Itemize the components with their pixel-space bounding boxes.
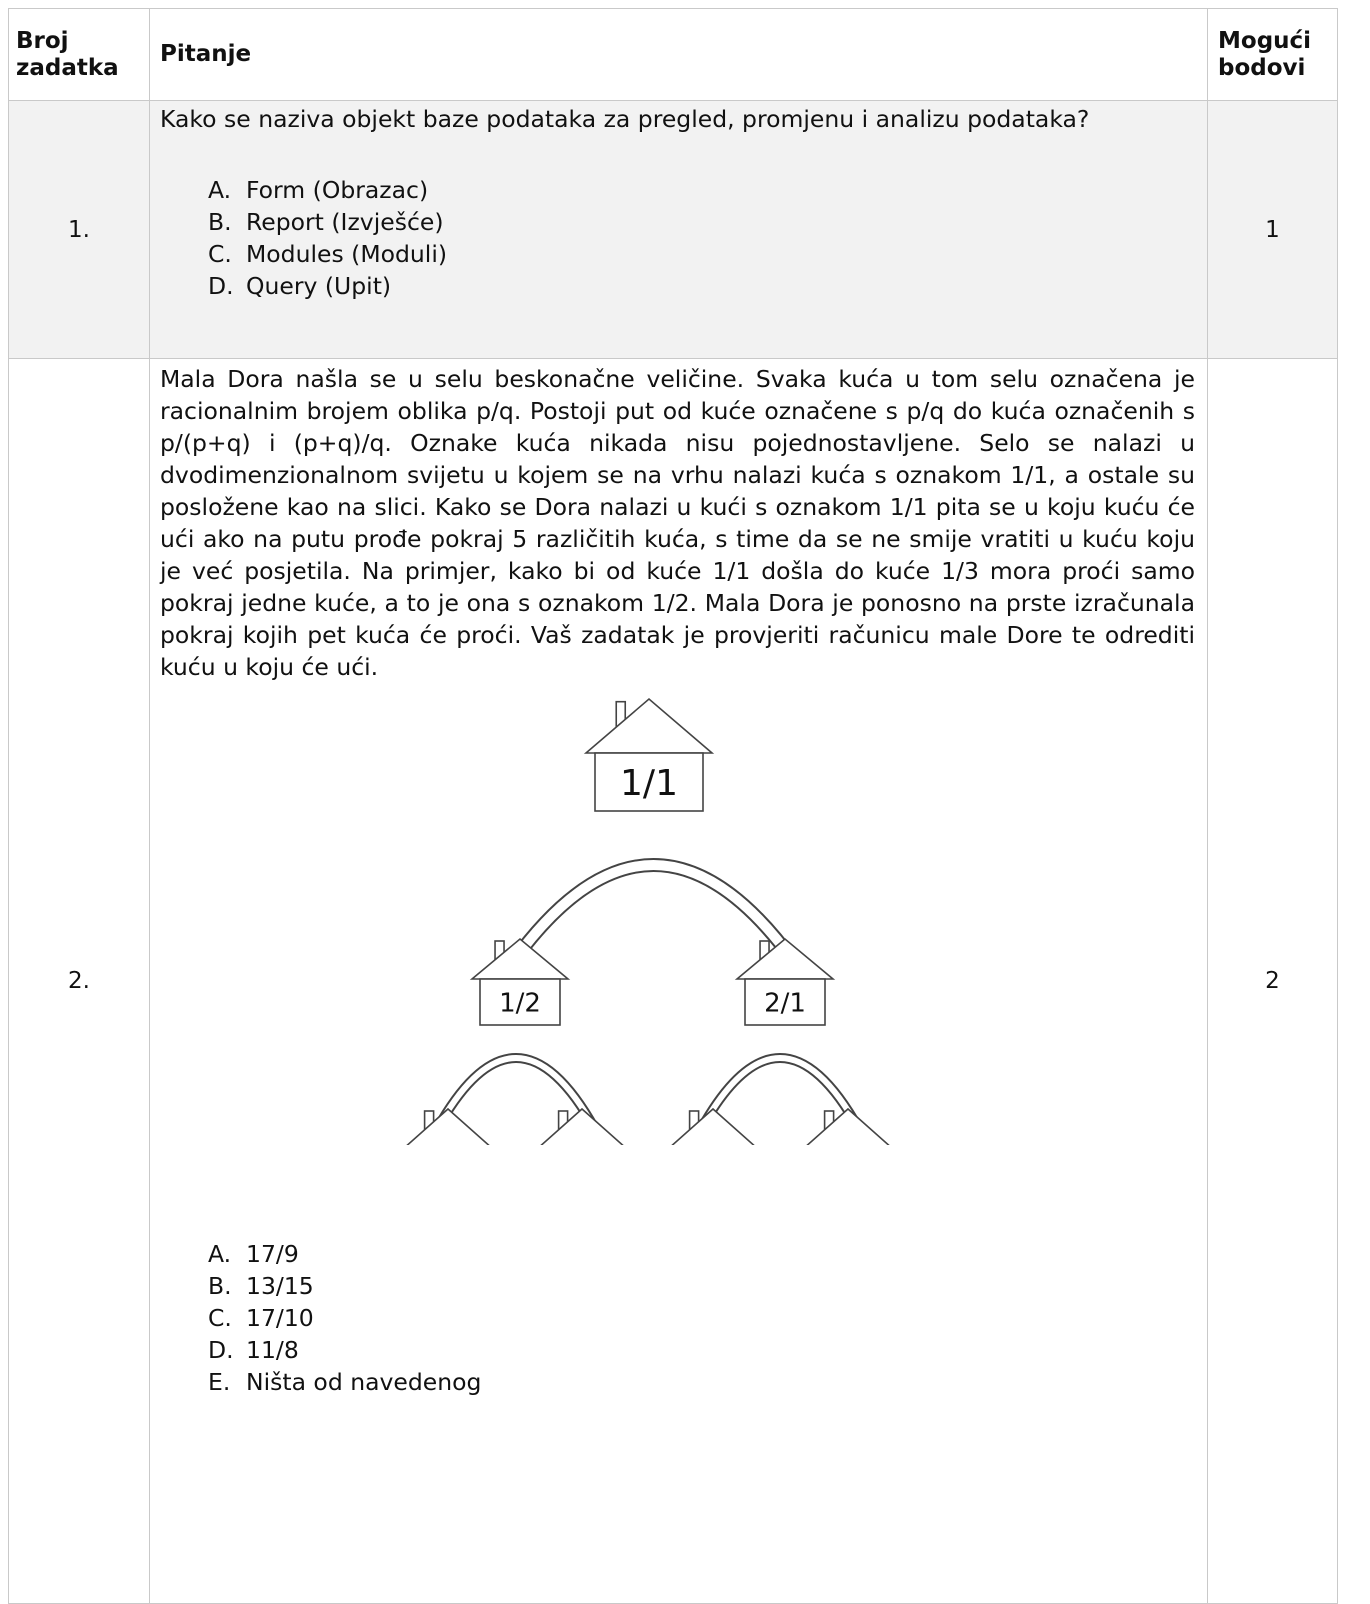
option-text: 13/15 — [246, 1272, 314, 1300]
header-points: Mogući bodovi — [1207, 8, 1338, 101]
option-item: C. Modules (Moduli) — [208, 238, 1195, 270]
house-roof-icon — [469, 937, 571, 980]
house-roof-icon — [406, 1107, 490, 1145]
header-task-number: Broj zadatka — [8, 8, 150, 101]
house-roof-icon — [734, 937, 836, 980]
option-item: C. 17/10 — [208, 1302, 1195, 1334]
path-arch-right-inner — [698, 1055, 862, 1131]
answer-options: A. Form (Obrazac) B. Report (Izvješće) C. M… — [160, 174, 1195, 302]
path-arch-left-inner — [434, 1055, 598, 1131]
task-points: 2 — [1207, 358, 1338, 1604]
table-header-row: Broj zadatka Pitanje Mogući bodovi — [8, 8, 1338, 101]
house-label: 1/1 — [620, 763, 678, 804]
question-text: Mala Dora našla se u selu beskonačne vel… — [160, 365, 1195, 681]
option-letter: D. — [208, 1336, 234, 1364]
house-tree-figure: 1/11/22/11/33/22/33/1 — [160, 697, 1218, 1145]
house-roof-icon — [806, 1107, 890, 1145]
option-item: D. Query (Upit) — [208, 270, 1195, 302]
option-text: 17/10 — [246, 1304, 314, 1332]
option-letter: A. — [208, 176, 232, 204]
house-label: 2/1 — [764, 988, 806, 1018]
house-roof-icon — [540, 1107, 624, 1145]
path-arch-top-inner — [507, 860, 800, 966]
task-number: 1. — [8, 100, 150, 359]
option-letter: A. — [208, 1240, 232, 1268]
option-letter: B. — [208, 208, 232, 236]
option-item: B. Report (Izvješće) — [208, 206, 1195, 238]
option-item: A. 17/9 — [208, 1238, 1195, 1270]
task-points: 1 — [1207, 100, 1338, 359]
house-box — [744, 978, 826, 1026]
question-cell: Mala Dora našla se u selu beskonačne vel… — [149, 358, 1208, 1604]
option-item: B. 13/15 — [208, 1270, 1195, 1302]
question-text: Kako se naziva objekt baze podataka za p… — [160, 105, 1090, 133]
table-row: 2. Mala Dora našla se u selu beskonačne … — [8, 358, 1338, 1604]
option-item: E. Ništa od navedenog — [208, 1366, 1195, 1398]
house-box — [479, 978, 561, 1026]
option-letter: C. — [208, 240, 232, 268]
option-text: Query (Upit) — [246, 272, 392, 300]
table-row: 1. Kako se naziva objekt baze podataka z… — [8, 100, 1338, 359]
option-item: A. Form (Obrazac) — [208, 174, 1195, 206]
option-text: 17/9 — [246, 1240, 299, 1268]
option-letter: D. — [208, 272, 234, 300]
answer-options: A. 17/9 B. 13/15 C. 17/10 D. 11/8 E. Ništa od… — [160, 1238, 1195, 1398]
task-number: 2. — [8, 358, 150, 1604]
house-tree-diagram: 1/11/22/11/33/22/33/1 — [406, 697, 890, 1145]
header-question: Pitanje — [149, 8, 1208, 101]
task-table: Broj zadatka Pitanje Mogući bodovi 1. Ka… — [8, 8, 1338, 1604]
option-letter: E. — [208, 1368, 231, 1396]
option-item: D. 11/8 — [208, 1334, 1195, 1366]
house-box — [594, 752, 704, 812]
option-letter: B. — [208, 1272, 232, 1300]
house-roof-icon — [671, 1107, 755, 1145]
option-text: Report (Izvješće) — [246, 208, 444, 236]
house-roof-icon — [583, 697, 715, 754]
option-text: Ništa od navedenog — [246, 1368, 482, 1396]
question-cell: Kako se naziva objekt baze podataka za p… — [149, 100, 1208, 359]
option-text: 11/8 — [246, 1336, 299, 1364]
option-letter: C. — [208, 1304, 232, 1332]
option-text: Modules (Moduli) — [246, 240, 448, 268]
house-label: 1/2 — [499, 988, 541, 1018]
option-text: Form (Obrazac) — [246, 176, 429, 204]
